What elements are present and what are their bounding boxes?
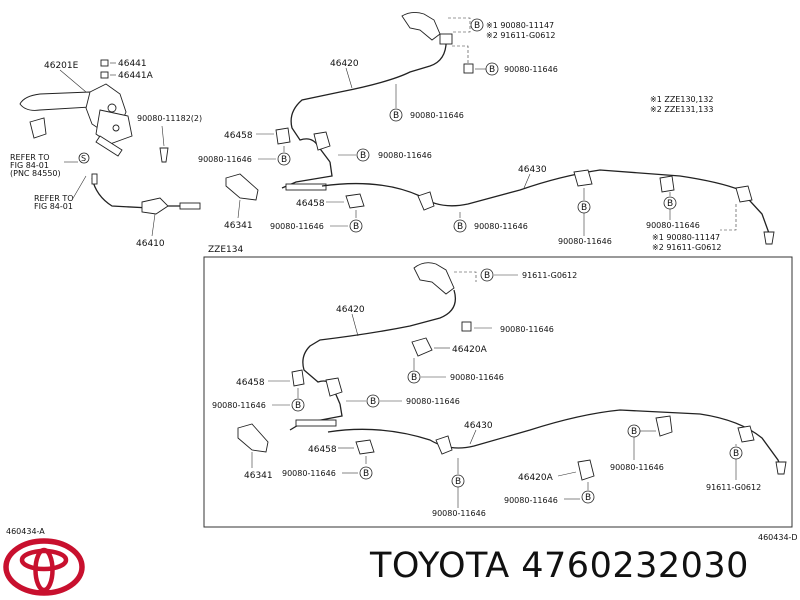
- bolt-far-right-b: 90080-11646: [646, 221, 700, 230]
- top-section: 46201E 46441 46441A 90080-11182(2) REFER…: [10, 11, 775, 252]
- bottom-bolt-mid: 90080-11646: [406, 397, 460, 406]
- bottom-bolt-46420a-lower: 90080-11646: [504, 496, 558, 505]
- bolt-bubble: B: [457, 222, 463, 232]
- top-marked-2: ※2 91611-G0612: [486, 31, 556, 40]
- part-label-46458-mid: 46458: [296, 199, 325, 209]
- part-label-46441: 46441: [118, 59, 147, 69]
- bottom-bolt-top: 91611-G0612: [522, 271, 577, 280]
- bolt-right-low-b: 90080-11646: [558, 237, 612, 246]
- bolt-bubble: B: [393, 111, 399, 121]
- refer-labels: REFER TO FIG 84-01 (PNC 84550) REFER TO …: [10, 152, 90, 211]
- model-note-2: ※2 ZZE131,133: [650, 105, 713, 114]
- bolt-center-b: 90080-11646: [474, 222, 528, 231]
- bolt-bubble: B: [581, 203, 587, 213]
- bottom-part-46420a-lower: 46420A: [518, 473, 554, 483]
- rear-cable-46430: 46458 B 90080-11646 46430 B 90080-11646 …: [270, 165, 775, 252]
- part-label-46410: 46410: [136, 239, 165, 249]
- part-label-46441a: 46441A: [118, 71, 154, 81]
- brand-part-number: TOYOTA 4760232030: [370, 546, 749, 586]
- zze134-frame: [203, 256, 793, 528]
- parking-brake-lever: 46201E 46441 46441A 90080-11182(2): [19, 59, 202, 163]
- part-label-46341-top: 46341: [224, 221, 253, 231]
- bolt-bubble: B: [370, 397, 376, 407]
- bolt-top-b: 90080-11646: [504, 65, 558, 74]
- bottom-part-46420: 46420: [336, 305, 365, 315]
- bottom-part-46430: 46430: [464, 421, 493, 431]
- bolt-bubble: B: [484, 271, 490, 281]
- drawing-code-right: 460434-D: [758, 533, 798, 542]
- bottom-bolt-far-right: 91611-G0612: [706, 483, 761, 492]
- bolt-bubble: B: [733, 449, 739, 459]
- bolt-bubble: B: [585, 493, 591, 503]
- front-cable-46410: 46410: [91, 173, 201, 249]
- model-notes: ※1 ZZE130,132 ※2 ZZE131,133: [650, 95, 713, 114]
- bottom-bolt-right: 90080-11646: [610, 463, 664, 472]
- bottom-bolt-46420a: 90080-11646: [450, 373, 504, 382]
- bottom-bolt-46420: 90080-11646: [500, 325, 554, 334]
- small-s-marker: S: [81, 154, 86, 163]
- bolt-bubble: B: [631, 427, 637, 437]
- bolt-bubble: B: [489, 65, 495, 75]
- refer-a-line2: FIG 84-01: [10, 161, 49, 170]
- bolt-bubble: B: [295, 401, 301, 411]
- bottom-bolt-center: 90080-11646: [432, 509, 486, 518]
- bolt-bubble: B: [474, 21, 480, 31]
- bottom-part-46420a-upper: 46420A: [452, 345, 488, 355]
- bolt-bubble: B: [360, 151, 366, 161]
- bottom-left-clips: 46458 B 90080-11646 46341: [212, 369, 305, 481]
- bolt-46420-b: 90080-11646: [410, 111, 464, 120]
- right-marked-2: ※2 91611-G0612: [652, 243, 722, 252]
- model-note-1: ※1 ZZE130,132: [650, 95, 713, 104]
- bolt-bubble: B: [667, 199, 673, 209]
- bottom-part-46458-upper: 46458: [236, 378, 265, 388]
- top-marked-1: ※1 90080-11147: [486, 21, 554, 30]
- refer-a-line3: (PNC 84550): [10, 169, 61, 178]
- bolt-46458-b: 90080-11646: [270, 222, 324, 231]
- bolt-bubble: B: [411, 373, 417, 383]
- bolt-bubble: B: [353, 222, 359, 232]
- lever-bolt-label: 90080-11182(2): [137, 114, 202, 123]
- part-label-46430-top: 46430: [518, 165, 547, 175]
- bolt-left-b: 90080-11646: [198, 155, 252, 164]
- refer-a-line1: REFER TO: [10, 153, 50, 162]
- toyota-logo-icon: [3, 538, 85, 596]
- bolt-bubble: B: [455, 477, 461, 487]
- bottom-part-46458-lower: 46458: [308, 445, 337, 455]
- refer-b-line2: FIG 84-01: [34, 202, 73, 211]
- bolt-bubble: B: [281, 155, 287, 165]
- rear-cable-46420: 46420 B ※1 90080-11147 ※2 91611-G0612 B …: [281, 11, 558, 191]
- refer-b-line1: REFER TO: [34, 194, 74, 203]
- bottom-section: B 91611-G0612 46420 90080-11646 46420A B…: [212, 262, 787, 518]
- part-label-lever: 46201E: [44, 61, 79, 71]
- bottom-cable-46430: 46458 B 90080-11646 46430 B 90080-11646 …: [282, 409, 787, 518]
- left-clips-group: 46458 B 90080-11646 46341 B 90080-11646: [198, 127, 432, 231]
- part-label-46420-top: 46420: [330, 59, 359, 69]
- bolt-bubble: B: [363, 469, 369, 479]
- bottom-model-label: ZZE134: [208, 245, 243, 255]
- bottom-bolt-46458: 90080-11646: [282, 469, 336, 478]
- bolt-mid-right-b: 90080-11646: [378, 151, 432, 160]
- bottom-bolt-left: 90080-11646: [212, 401, 266, 410]
- right-marked-1: ※1 90080-11147: [652, 233, 720, 242]
- drawing-code-left: 460434-A: [6, 527, 45, 536]
- bottom-cable-46420: B 91611-G0612 46420 90080-11646 46420A B…: [289, 262, 577, 431]
- bottom-part-46341: 46341: [244, 471, 273, 481]
- part-label-46458-top: 46458: [224, 131, 253, 141]
